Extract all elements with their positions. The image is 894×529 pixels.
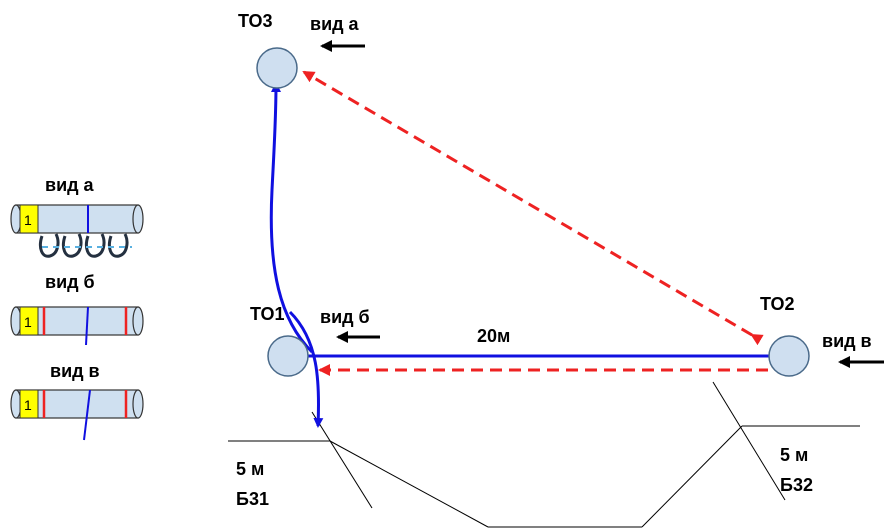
cable-route (269, 82, 772, 428)
dashed-line-to2-to3 (302, 70, 764, 346)
well-b31-name: Б31 (236, 489, 269, 509)
well-b32-name: Б32 (780, 475, 813, 495)
label-to3: ТО3 (238, 11, 273, 31)
tube-marker (19, 389, 39, 419)
legend-view-a-label: вид а (45, 175, 95, 195)
tube-number: 1 (24, 212, 32, 228)
well-b31-depth: 5 м (236, 459, 264, 479)
tube-view-b: 1 (10, 306, 144, 346)
label-to1: ТО1 (250, 304, 285, 324)
loop-icons (38, 233, 129, 258)
tube-marker (19, 204, 39, 234)
distance-label: 20м (477, 326, 510, 346)
node-to3[interactable] (256, 47, 298, 89)
tube-marker (19, 306, 39, 336)
cable-to1-down (288, 310, 324, 428)
legend: вид а 1 вид б 1 в (10, 175, 144, 441)
well-b32-depth: 5 м (780, 445, 808, 465)
label-view-b: вид б (320, 307, 370, 327)
trench-lines (228, 381, 860, 528)
cable-to1-to3 (269, 82, 314, 354)
dashed-measurement-lines (302, 70, 768, 376)
tube-number: 1 (24, 397, 32, 413)
label-view-v: вид в (822, 331, 872, 351)
tube-view-v: 1 (10, 389, 144, 441)
node-to1[interactable] (267, 335, 309, 377)
legend-view-b-label: вид б (45, 272, 95, 292)
label-to2: ТО2 (760, 294, 795, 314)
node-to2[interactable] (768, 335, 810, 377)
label-view-a: вид а (310, 14, 360, 34)
legend-view-v-label: вид в (50, 361, 100, 381)
tube-view-a: 1 (10, 204, 144, 258)
tube-number: 1 (24, 314, 32, 330)
